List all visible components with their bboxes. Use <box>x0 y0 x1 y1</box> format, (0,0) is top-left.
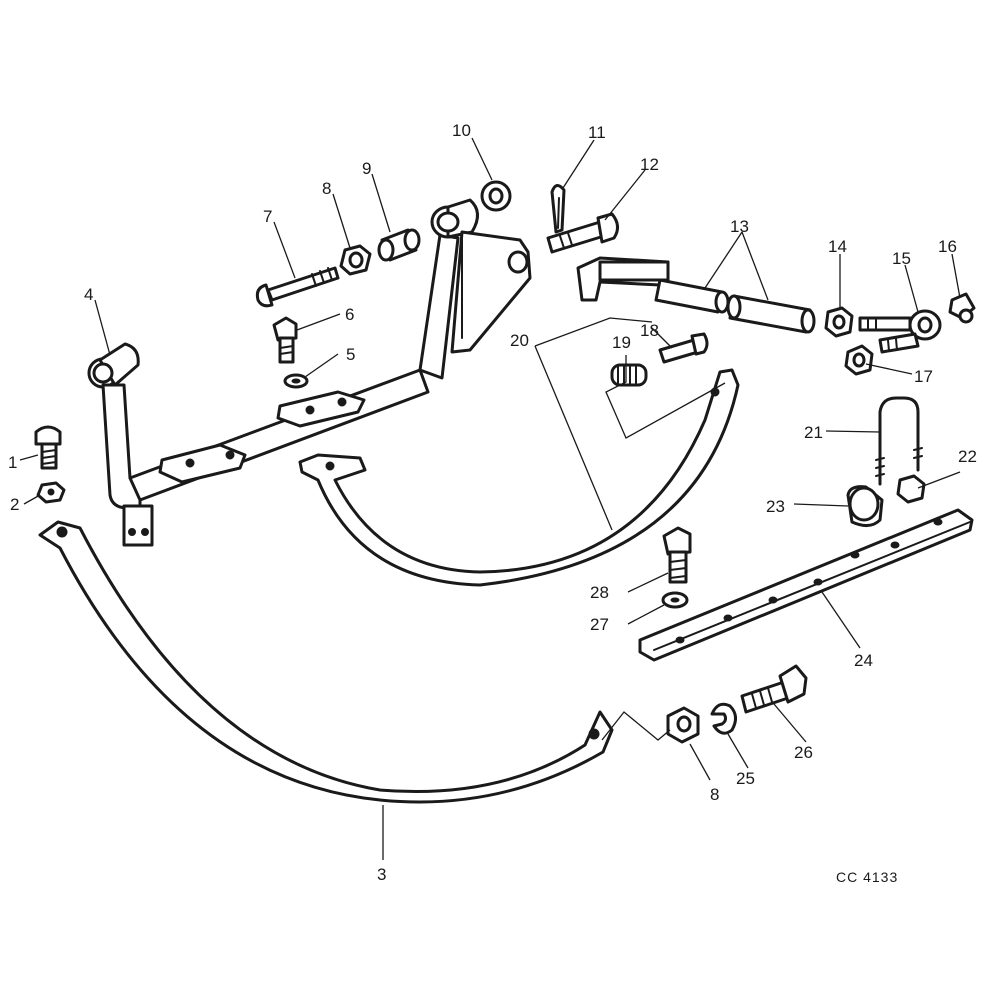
part-1-bolt <box>34 425 62 470</box>
part-10-grommet <box>480 180 512 212</box>
part-27-washer <box>661 591 689 609</box>
part-22-nut <box>896 474 926 504</box>
callout-14: 14 <box>828 237 847 256</box>
part-11-cotter-pin <box>550 184 566 234</box>
callout-28: 28 <box>590 583 609 602</box>
callout-8-lower: 8 <box>710 785 719 804</box>
part-9-bushing <box>377 228 421 262</box>
part-14-nut <box>824 306 854 338</box>
callout-7: 7 <box>263 207 272 226</box>
part-26-bolt <box>740 664 808 714</box>
callout-15: 15 <box>892 249 911 268</box>
callout-4: 4 <box>84 285 93 304</box>
part-20-middle-strap <box>298 368 740 587</box>
callout-22: 22 <box>958 447 977 466</box>
part-21-u-bolt <box>875 396 923 486</box>
callout-19: 19 <box>612 333 631 352</box>
part-28-bolt <box>662 526 692 584</box>
leader-lines <box>19 137 961 860</box>
part-25-lock-washer <box>710 702 737 735</box>
callout-12: 12 <box>640 155 659 174</box>
part-17-nut <box>844 344 874 376</box>
part-8-nut-lower <box>666 706 700 744</box>
callout-8-upper: 8 <box>322 179 331 198</box>
part-24-flat-bar <box>638 508 974 662</box>
part-6-bolt <box>272 316 298 364</box>
callout-18: 18 <box>640 321 659 340</box>
part-13-control-rod <box>576 256 816 334</box>
callout-16: 16 <box>938 237 957 256</box>
part-19-spring <box>610 363 648 387</box>
part-16-grease-nipple <box>948 292 976 324</box>
callout-24: 24 <box>854 651 873 670</box>
callout-17: 17 <box>914 367 933 386</box>
part-3-lower-strap <box>38 520 614 804</box>
callout-5: 5 <box>346 345 355 364</box>
drawing-code: CC 4133 <box>836 869 898 885</box>
callout-1: 1 <box>8 453 17 472</box>
callout-labels: 1 2 3 4 5 6 7 8 9 10 11 12 13 14 15 16 1… <box>8 121 977 884</box>
callout-10: 10 <box>452 121 471 140</box>
callout-27: 27 <box>590 615 609 634</box>
part-4-frame-bracket <box>87 198 532 547</box>
callout-26: 26 <box>794 743 813 762</box>
part-12-clevis-pin <box>546 212 619 254</box>
callout-21: 21 <box>804 423 823 442</box>
callout-2: 2 <box>10 495 19 514</box>
callout-25: 25 <box>736 769 755 788</box>
part-23-rubber-block <box>846 485 884 527</box>
part-5-washer <box>283 373 309 389</box>
callout-3: 3 <box>377 865 386 884</box>
callout-23: 23 <box>766 497 785 516</box>
callout-9: 9 <box>362 159 371 178</box>
part-8-nut-upper <box>339 244 372 276</box>
callout-11: 11 <box>588 123 606 142</box>
part-18-bolt <box>658 332 709 364</box>
callout-13: 13 <box>730 217 749 236</box>
callout-6: 6 <box>345 305 354 324</box>
part-2-nut <box>36 481 66 504</box>
callout-20: 20 <box>510 331 529 350</box>
part-15-rod-end <box>858 309 942 354</box>
part-7-long-bolt <box>255 266 340 308</box>
